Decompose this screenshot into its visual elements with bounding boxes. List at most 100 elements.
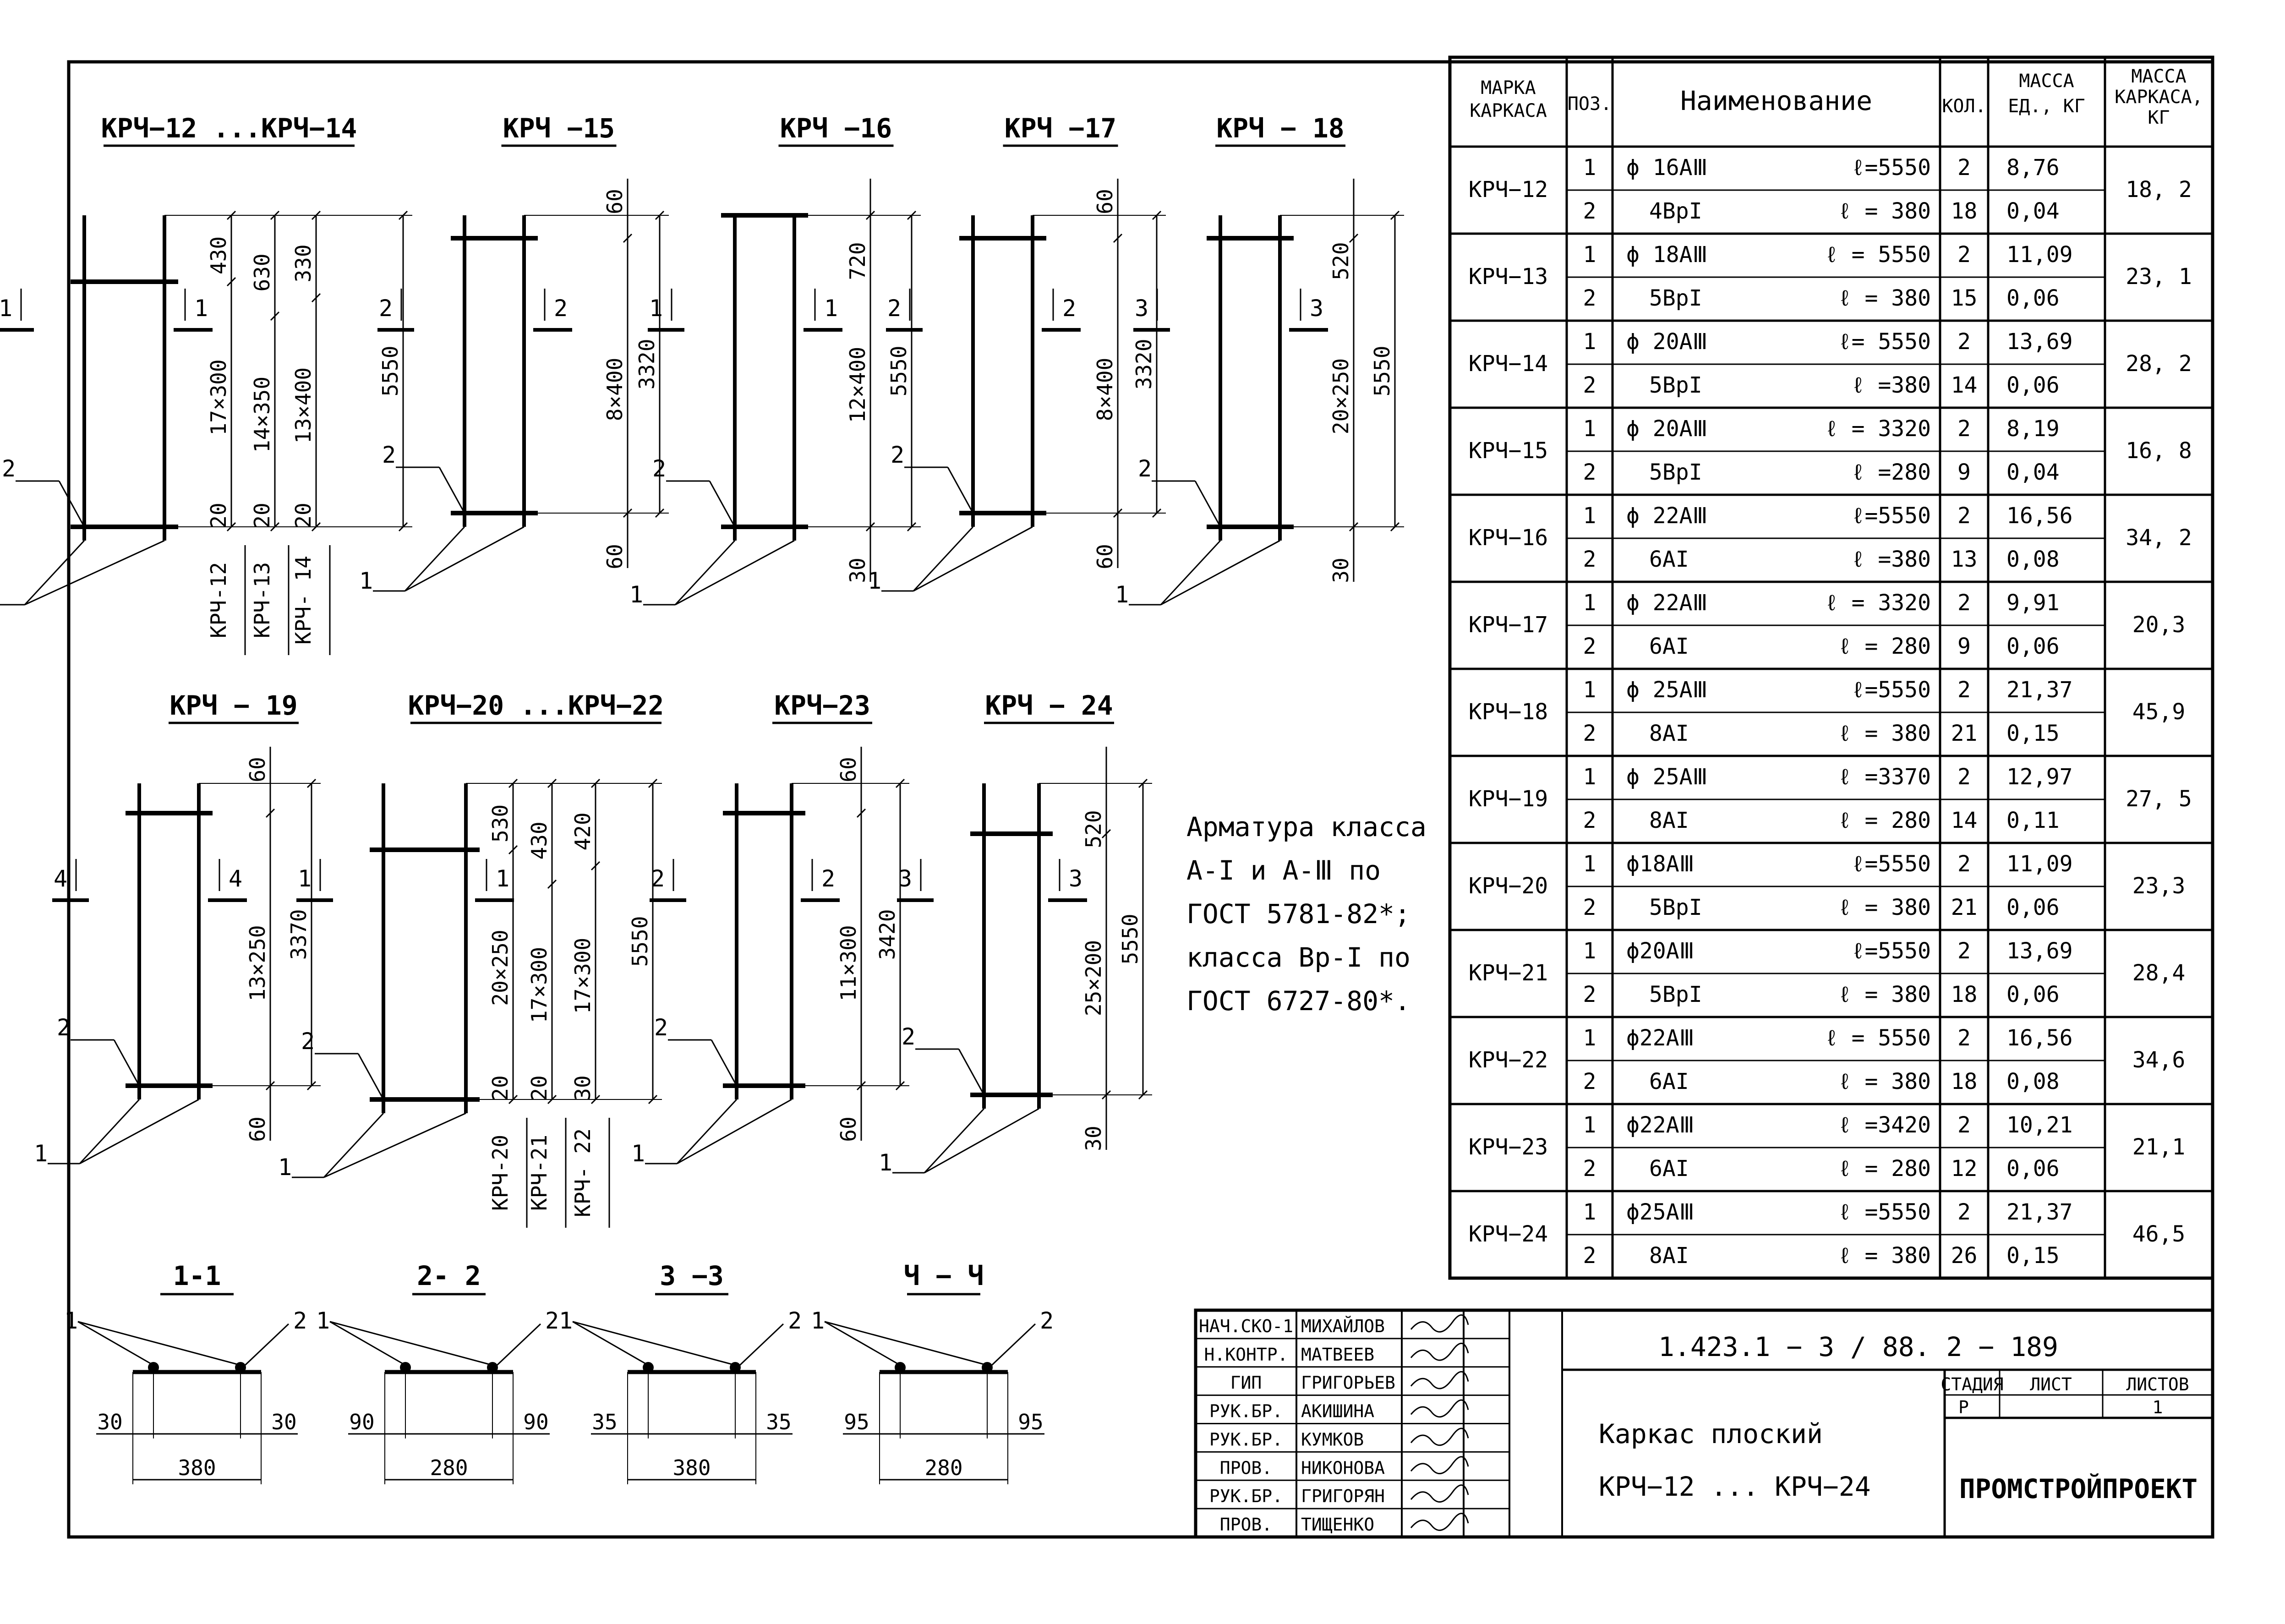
signature bbox=[1410, 1427, 1469, 1446]
cell-total: 18, 2 bbox=[2126, 177, 2192, 202]
dim-top: 520 bbox=[1081, 810, 1106, 848]
stamp-stage-label: СТАДИЯ bbox=[1941, 1374, 2003, 1394]
cell-mass: 0,08 bbox=[2006, 547, 2060, 572]
dim-bottom: 60 bbox=[836, 1116, 861, 1142]
stamp-role: РУК.БР. bbox=[1209, 1401, 1283, 1422]
cell-total: 46,5 bbox=[2132, 1221, 2186, 1247]
cell-mass: 0,06 bbox=[2006, 895, 2060, 920]
cell-pos: 2 bbox=[1583, 285, 1596, 311]
cell-mass: 8,19 bbox=[2006, 416, 2060, 442]
cell-pos: 2 bbox=[1583, 634, 1596, 659]
dim-total: 5550 bbox=[1370, 346, 1394, 397]
cell-pos: 1 bbox=[1583, 242, 1596, 268]
cell-pos: 1 bbox=[1583, 503, 1596, 529]
cell-mass: 0,15 bbox=[2006, 1243, 2060, 1269]
dim-mid: 17×300 bbox=[570, 938, 595, 1014]
cell-length: ℓ=5550 bbox=[1852, 851, 1931, 877]
frame-title: КРЧ − 18 bbox=[1216, 113, 1344, 144]
signature bbox=[1410, 1456, 1469, 1475]
dim-top: 720 bbox=[845, 242, 870, 280]
stamp-sheets: 1 bbox=[2153, 1397, 2163, 1417]
dim-top: 420 bbox=[570, 812, 595, 850]
cell-total: 28, 2 bbox=[2126, 351, 2192, 377]
dim-tick bbox=[311, 293, 321, 303]
cell-length: ℓ =3370 bbox=[1838, 764, 1931, 790]
dim-top: 430 bbox=[206, 236, 231, 274]
cell-mass: 9,91 bbox=[2006, 590, 2060, 616]
section-leader-2 bbox=[991, 1323, 1036, 1366]
cell-name: ϕ20АⅢ bbox=[1626, 938, 1695, 964]
cell-mass: 21,37 bbox=[2006, 677, 2073, 703]
th-unit: МАССА bbox=[2019, 71, 2074, 92]
cell-name: ϕ25АⅢ bbox=[1626, 1199, 1695, 1225]
section-leader-2 bbox=[244, 1323, 290, 1366]
section-leader-1 bbox=[329, 1321, 493, 1366]
label-pos-1: 1 bbox=[359, 568, 373, 594]
cell-qty: 2 bbox=[1957, 938, 1971, 964]
cell-qty: 21 bbox=[1951, 895, 1978, 920]
stamp-code: 1.423.1 − 3 / 88. 2 − 189 bbox=[1658, 1331, 2058, 1362]
cell-qty: 2 bbox=[1957, 155, 1971, 180]
cell-length: ℓ = 5550 bbox=[1825, 242, 1931, 268]
dim-total: 3320 bbox=[634, 339, 659, 390]
signature bbox=[1410, 1513, 1469, 1531]
note-line-3: ГОСТ 5781-82*; bbox=[1186, 898, 1410, 930]
cell-mass: 13,69 bbox=[2006, 329, 2073, 355]
cell-name: ϕ 18АⅢ bbox=[1626, 242, 1708, 268]
cell-pos: 1 bbox=[1583, 677, 1596, 703]
section-label: 2 bbox=[554, 295, 568, 322]
cell-name: ϕ22АⅢ bbox=[1626, 1112, 1695, 1138]
leader-2 bbox=[113, 1039, 140, 1086]
dim-top: 60 bbox=[1093, 189, 1117, 214]
cell-mark: КРЧ−21 bbox=[1469, 960, 1548, 986]
label-pos-1: 1 bbox=[1115, 581, 1129, 608]
cell-mass: 0,15 bbox=[2006, 721, 2060, 746]
section-dim-width: 380 bbox=[178, 1455, 216, 1480]
leader-1 bbox=[323, 1112, 384, 1178]
cell-name: 5ВрӀ bbox=[1649, 372, 1702, 398]
cell-mass: 10,21 bbox=[2006, 1112, 2073, 1138]
stamp-name: ТИЩЕНКО bbox=[1301, 1515, 1374, 1535]
dim-mid: 17×300 bbox=[527, 947, 552, 1023]
dim-bottom: 30 bbox=[1081, 1126, 1106, 1151]
section-label-1: 1 bbox=[64, 1307, 78, 1334]
cell-mark: КРЧ−17 bbox=[1469, 612, 1548, 638]
frame-title: КРЧ − 19 bbox=[169, 690, 297, 721]
stamp-title-2: КРЧ−12 ... КРЧ−24 bbox=[1599, 1471, 1871, 1502]
cell-name: ϕ 20АⅢ bbox=[1626, 416, 1708, 442]
leader-1 bbox=[24, 540, 85, 606]
cell-mark: КРЧ−20 bbox=[1469, 873, 1548, 899]
section-leader-1 bbox=[77, 1321, 241, 1366]
dim-tick bbox=[590, 861, 601, 871]
dim-tick bbox=[270, 311, 280, 321]
stamp-role: РУК.БР. bbox=[1209, 1486, 1283, 1506]
stamp-name: ГРИГОРЬЕВ bbox=[1301, 1373, 1395, 1393]
dim-small: 20 bbox=[488, 1075, 513, 1100]
cell-qty: 9 bbox=[1957, 634, 1971, 659]
label-pos-2: 2 bbox=[891, 442, 904, 468]
label-pos-1: 1 bbox=[34, 1140, 48, 1167]
note-line-1: Арматура класса bbox=[1186, 811, 1427, 842]
cell-length: ℓ=5550 bbox=[1852, 677, 1931, 703]
dim-mid: 12×400 bbox=[845, 347, 870, 423]
th-mark: КАРКАСА bbox=[1470, 100, 1547, 121]
dim-top: 330 bbox=[291, 244, 316, 282]
mark-label: КРЧ- 14 bbox=[291, 556, 316, 645]
cell-name: ϕ 22АⅢ bbox=[1626, 503, 1708, 529]
dim-top: 60 bbox=[245, 757, 270, 782]
cell-name: ϕ18АⅢ bbox=[1626, 851, 1695, 877]
signature bbox=[1410, 1342, 1469, 1361]
cell-name: 4ВрӀ bbox=[1649, 198, 1702, 224]
frame-title: КРЧ −15 bbox=[503, 113, 615, 144]
stamp-sheet-label: ЛИСТ bbox=[2030, 1374, 2072, 1394]
dim-total: 3320 bbox=[1132, 339, 1156, 390]
cell-qty: 12 bbox=[1951, 1156, 1978, 1181]
label-pos-1: 1 bbox=[631, 1140, 645, 1167]
